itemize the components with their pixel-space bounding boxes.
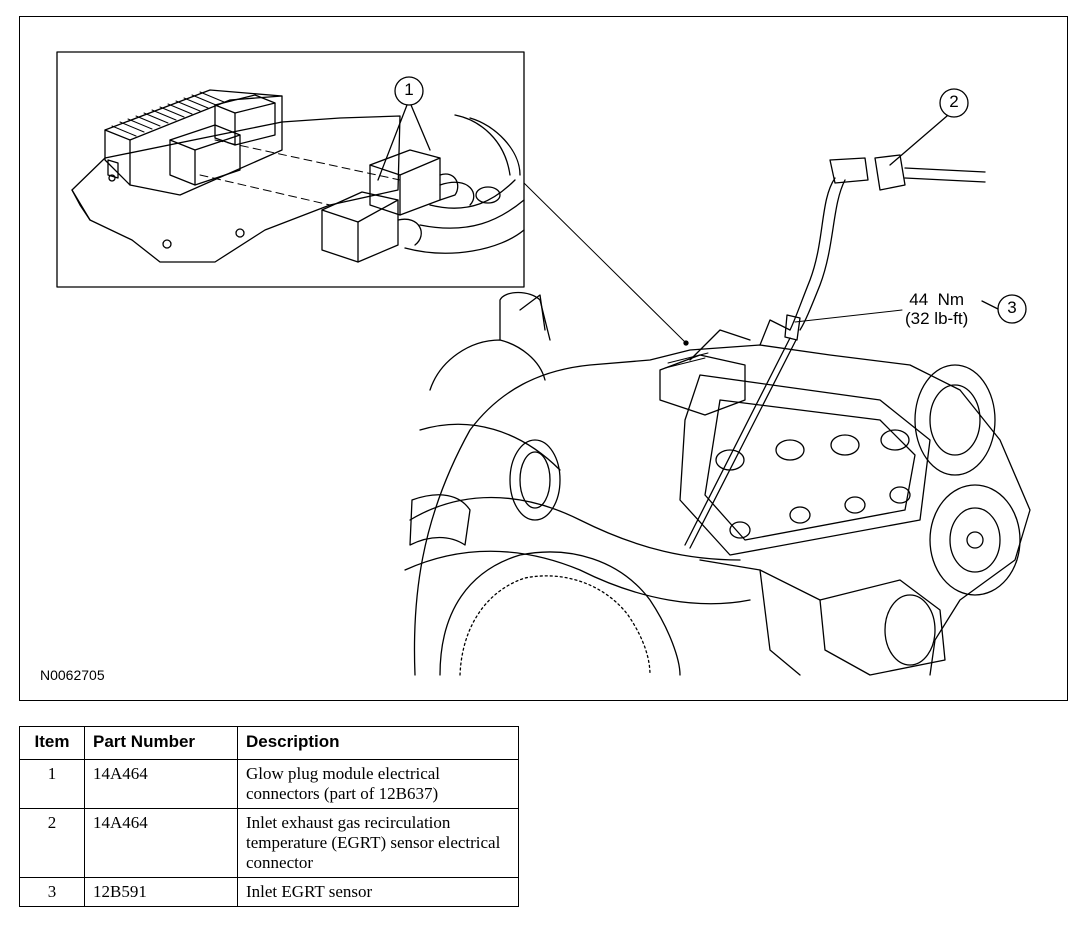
- row-part-number: 14A464: [84, 759, 238, 809]
- callout-2-circle: [939, 88, 969, 118]
- header-part-number: Part Number: [84, 726, 238, 760]
- callout-3-label: 3: [1007, 298, 1017, 317]
- row-description: Glow plug module electrical connectors (…: [237, 759, 519, 809]
- glow-plug-module: [104, 89, 283, 196]
- figure-frame: [19, 16, 1068, 701]
- torque-metric: 44 Nm: [909, 290, 965, 309]
- inset-leader-line: [523, 182, 687, 344]
- egrt-connector: [789, 154, 986, 331]
- egrt-sensor: [684, 314, 801, 549]
- glow-plug-module-bracket: [71, 115, 401, 263]
- torque-spec: 44 Nm (32 lb-ft): [905, 290, 968, 328]
- inset-detail-box: [56, 51, 525, 288]
- row-item: 1: [19, 759, 85, 809]
- alignment-dashed-lines: [199, 139, 401, 206]
- connector-upper: [369, 149, 475, 216]
- engine-block: [404, 291, 1031, 676]
- callout-2-label: 2: [949, 92, 959, 111]
- header-description: Description: [237, 726, 519, 760]
- figure-id: N0062705: [40, 667, 105, 683]
- table-row: 2 14A464 Inlet exhaust gas recirculation…: [19, 808, 519, 878]
- row-description: Inlet exhaust gas recirculation temperat…: [237, 808, 519, 878]
- torque-imperial: (32 lb-ft): [905, 309, 969, 328]
- header-item: Item: [19, 726, 85, 760]
- harness-wires: [404, 114, 525, 254]
- row-item: 2: [19, 808, 85, 878]
- row-description: Inlet EGRT sensor: [237, 877, 519, 907]
- callout-1-label: 1: [404, 80, 414, 99]
- table-row: 1 14A464 Glow plug module electrical con…: [19, 759, 519, 809]
- row-part-number: 14A464: [84, 808, 238, 878]
- parts-table-header: Item Part Number Description: [19, 726, 519, 760]
- row-item: 3: [19, 877, 85, 907]
- row-part-number: 12B591: [84, 877, 238, 907]
- connector-lower: [321, 191, 422, 263]
- table-row: 3 12B591 Inlet EGRT sensor: [19, 877, 519, 907]
- parts-table: Item Part Number Description 1 14A464 Gl…: [19, 726, 519, 907]
- callout-1-circle: [394, 76, 424, 106]
